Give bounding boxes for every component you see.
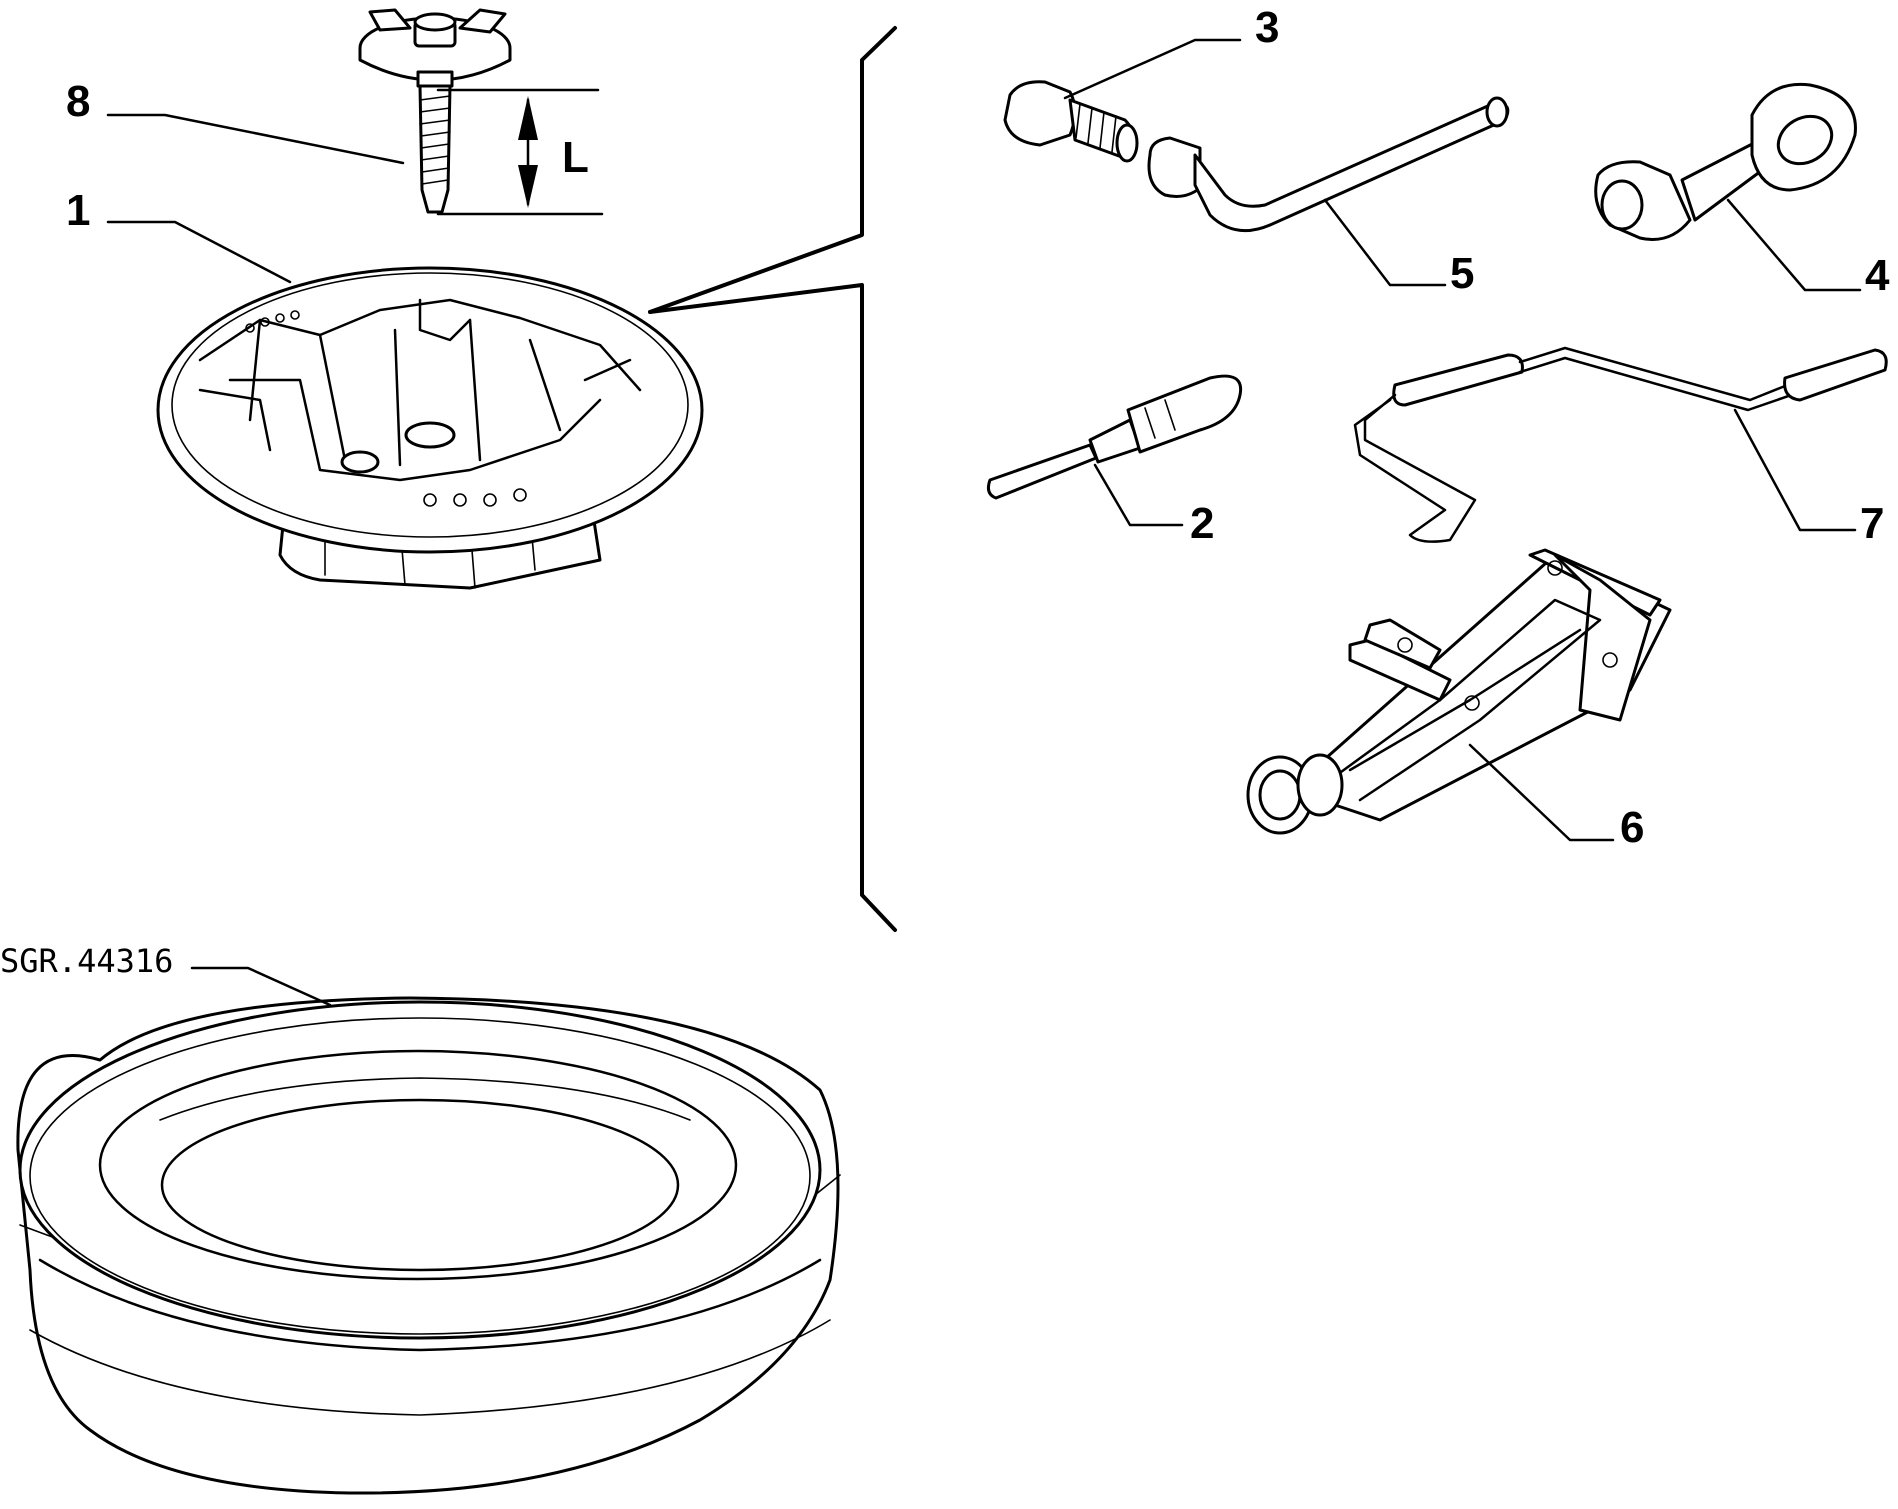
drawing-code: SGR.44316: [0, 942, 173, 980]
callout-2: 2: [1190, 499, 1214, 548]
dimension-l: L: [436, 88, 604, 216]
callout-1: 1: [66, 186, 90, 235]
callout-7: 7: [1860, 499, 1884, 548]
callouts: 8 1 3 5 4 2 7 6: [66, 3, 1890, 852]
wing-screw: [358, 8, 512, 214]
callout-5: 5: [1450, 249, 1474, 298]
group-bracket: [648, 26, 897, 932]
scissor-jack: [1246, 548, 1672, 835]
screwdriver: [987, 374, 1243, 500]
callout-3: 3: [1255, 3, 1279, 52]
wheel-brace: [1147, 96, 1510, 233]
callout-4: 4: [1865, 251, 1890, 300]
tool-tray: [156, 266, 704, 590]
extension-socket: [1003, 80, 1139, 163]
leader-lines: [106, 38, 1862, 1007]
callout-8: 8: [66, 77, 90, 126]
spare-tyre: [16, 996, 841, 1495]
jack-handle: [1353, 346, 1888, 543]
dimension-label: L: [562, 133, 589, 182]
callout-6: 6: [1620, 803, 1644, 852]
box-spanner: [1594, 82, 1857, 241]
